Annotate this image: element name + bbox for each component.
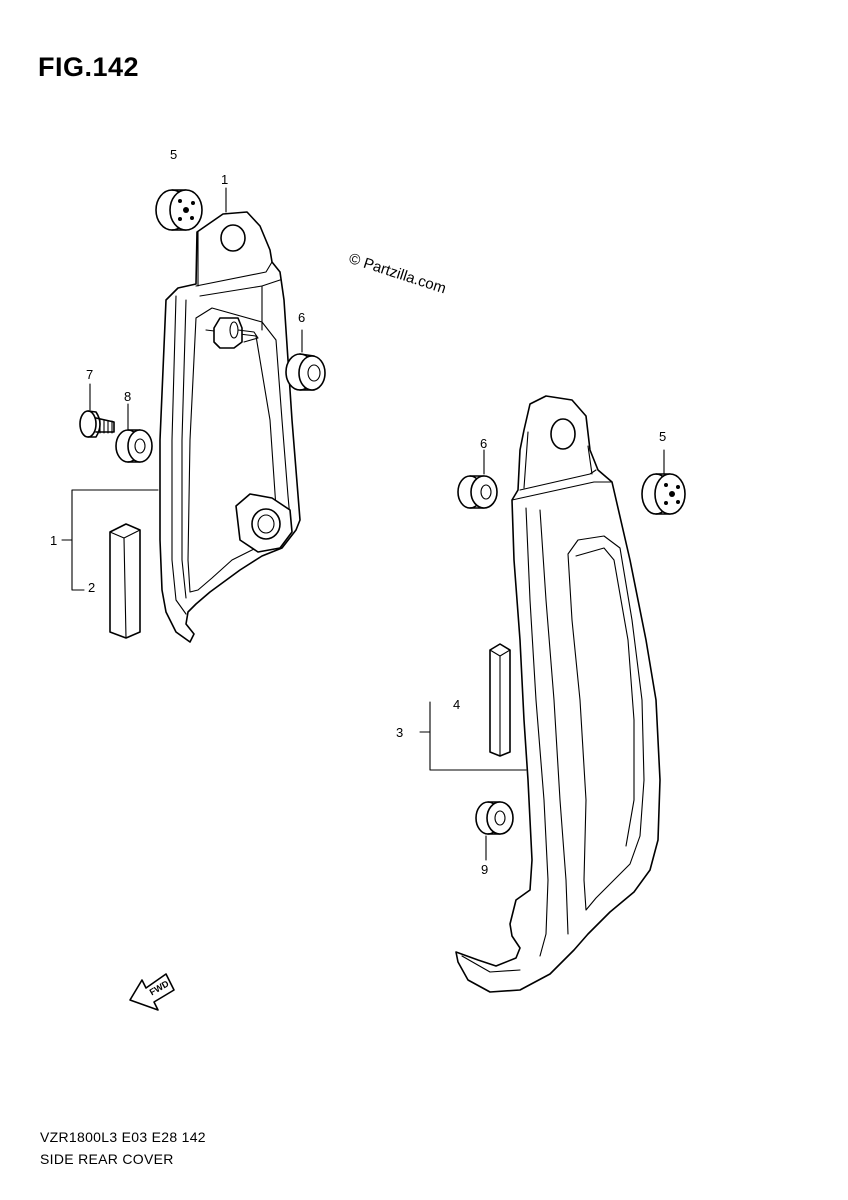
tape-4	[489, 643, 511, 757]
grommet-6-right	[457, 475, 498, 509]
callout-9: 9	[481, 862, 489, 877]
callout-2: 2	[88, 580, 96, 595]
grommet-5-right	[641, 473, 686, 515]
callout-8: 8	[124, 389, 132, 404]
callout-5-left: 5	[170, 147, 178, 162]
callout-5-right: 5	[659, 429, 667, 444]
callout-6-right: 6	[480, 436, 488, 451]
callout-6-left: 6	[298, 310, 306, 325]
figure-title: FIG.142	[38, 52, 140, 82]
callout-1-left: 1	[50, 533, 58, 548]
callout-7: 7	[86, 367, 94, 382]
tape-2	[109, 523, 141, 639]
model-code-line: VZR1800L3 E03 E28 142	[40, 1129, 206, 1145]
left-side-cover-part	[159, 211, 301, 643]
bolt-7	[79, 410, 115, 438]
part-group-name: SIDE REAR COVER	[40, 1151, 174, 1167]
right-side-cover-part	[455, 395, 661, 993]
fwd-arrow-icon: FWD	[129, 973, 175, 1011]
leader-lines-left	[61, 187, 303, 591]
leader-lines-right	[419, 449, 665, 861]
grommet-6-left	[285, 353, 326, 391]
callout-3: 3	[396, 725, 404, 740]
callout-1-top: 1	[221, 172, 229, 187]
grommet-9	[475, 801, 514, 835]
collar-8	[115, 429, 153, 463]
callout-4: 4	[453, 697, 461, 712]
grommet-5-left	[155, 189, 203, 231]
